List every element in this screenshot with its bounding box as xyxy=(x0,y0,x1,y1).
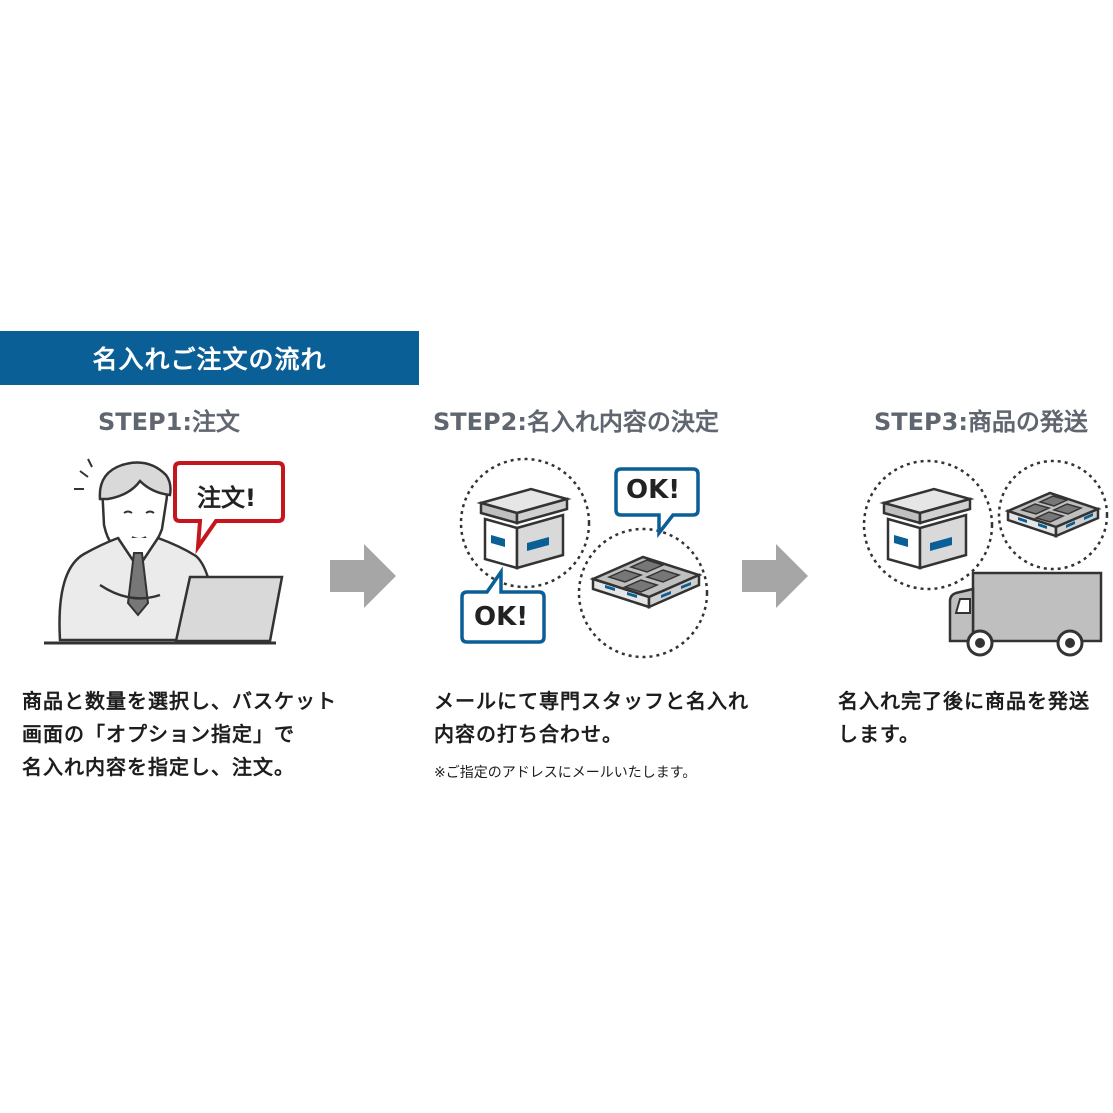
banner-title: 名入れご注文の流れ xyxy=(92,345,327,374)
step2-note: ※ご指定のアドレスにメールいたします。 xyxy=(434,765,697,781)
tray-icon xyxy=(589,555,703,609)
step3-title: STEP3:商品の発送 xyxy=(874,408,1088,436)
person-at-laptop-icon xyxy=(44,458,284,645)
arrow-right-icon xyxy=(742,544,808,608)
step2-description: メールにて専門スタッフと名入れ 内容の打ち合わせ。 xyxy=(434,685,749,751)
step1-desc-line: 商品と数量を選択し、バスケット xyxy=(22,689,337,713)
box-icon xyxy=(879,487,975,570)
arrow-right-icon xyxy=(330,544,396,608)
step3-desc-line: します。 xyxy=(838,722,920,746)
step3-desc-line: 名入れ完了後に商品を発送 xyxy=(838,689,1090,713)
step2-desc-line: 内容の打ち合わせ。 xyxy=(434,722,623,746)
step3-illustration xyxy=(862,459,1109,657)
step1-desc-line: 名入れ内容を指定し、注文。 xyxy=(22,755,295,779)
flow-banner: 名入れご注文の流れ xyxy=(0,331,419,385)
step1-title: STEP1:注文 xyxy=(98,408,240,436)
truck-icon xyxy=(948,571,1103,657)
speech-bubble-icon xyxy=(614,467,700,539)
step3-description: 名入れ完了後に商品を発送 します。 xyxy=(838,685,1090,751)
step2-illustration xyxy=(459,457,709,659)
step2-title: STEP2:名入れ内容の決定 xyxy=(433,408,719,436)
step1-bubble-text: 注文! xyxy=(197,484,256,512)
tray-icon xyxy=(1004,491,1102,538)
step2-desc-line: メールにて専門スタッフと名入れ xyxy=(434,689,749,713)
speech-bubble-icon xyxy=(460,566,546,644)
step1-desc-line: 画面の「オプション指定」で xyxy=(22,722,295,746)
step1-description: 商品と数量を選択し、バスケット 画面の「オプション指定」で 名入れ内容を指定し、… xyxy=(22,685,337,784)
step2-bubble-top-text: OK! xyxy=(626,475,681,505)
box-icon xyxy=(476,487,572,570)
speech-bubble-icon xyxy=(173,461,285,555)
step2-bubble-bottom-text: OK! xyxy=(474,602,529,632)
